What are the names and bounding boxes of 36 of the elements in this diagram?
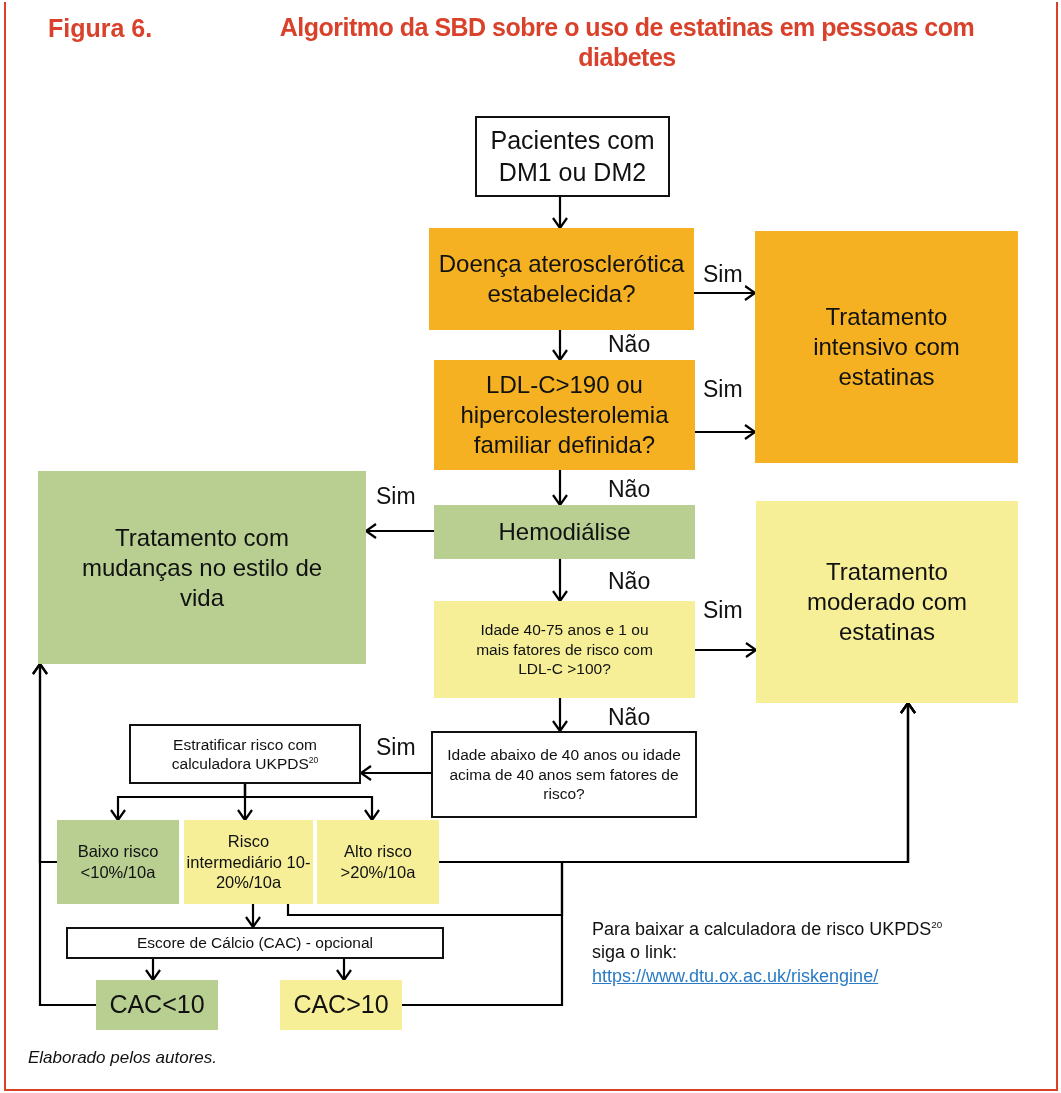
arrow xyxy=(335,959,353,982)
figure-title: Algoritmo da SBD sobre o uso de estatinas em pessoas com diabetes xyxy=(278,12,976,72)
figure-number: Figura 6. xyxy=(48,14,153,43)
arrow xyxy=(243,784,381,822)
arrow xyxy=(551,470,569,507)
arrow xyxy=(694,284,757,302)
process-box: Estratificar risco com calculadora UKPDS$^{20}$ xyxy=(129,724,361,784)
result-box: CAC<10 xyxy=(96,980,218,1030)
decision-box: Doença aterosclerótica estabelecida? xyxy=(429,228,694,330)
arrow xyxy=(551,330,569,362)
process-box: Escore de Cálcio (CAC) - opcional xyxy=(66,927,444,959)
treatment-box: Tratamento com mudanças no estilo de vida xyxy=(38,471,366,664)
risk-box: Alto risco >20%/10a xyxy=(317,820,439,904)
arrow xyxy=(244,904,262,929)
start-box: Pacientes com DM1 ou DM2 xyxy=(475,116,670,197)
note-text: Para baixar a calculadora de risco UKPDS$^{20}$ siga o link: xyxy=(592,918,944,965)
arrow xyxy=(695,641,758,659)
decision-box: Idade abaixo de 40 anos ou idade acima de 40 anos sem fatores de risco? xyxy=(431,731,697,818)
arrow xyxy=(402,701,917,1007)
link: https://www.dtu.ox.ac.uk/riskengine/ xyxy=(592,966,879,987)
treatment-box: Tratamento moderado com estatinas xyxy=(756,501,1018,703)
treatment-box: Tratamento intensivo com estatinas xyxy=(755,231,1018,463)
arrow xyxy=(695,423,757,441)
edge-label: Sim xyxy=(701,262,745,287)
arrow xyxy=(31,662,96,1007)
risk-box: Risco intermediário 10-20%/10a xyxy=(184,820,313,904)
decision-box: Idade 40-75 anos e 1 ou mais fatores de risco com LDL-C >100? xyxy=(434,601,695,698)
decision-box: LDL-C>190 ou hipercolesterolemia familiar definida? xyxy=(434,360,695,470)
result-box: CAC>10 xyxy=(280,980,402,1030)
decision-box: Hemodiálise xyxy=(434,505,695,559)
arrow xyxy=(144,959,162,982)
arrow xyxy=(551,698,569,733)
caption: Elaborado pelos autores. xyxy=(28,1048,218,1068)
arrow xyxy=(551,559,569,603)
arrow xyxy=(551,197,569,230)
risk-box: Baixo risco <10%/10a xyxy=(57,820,179,904)
